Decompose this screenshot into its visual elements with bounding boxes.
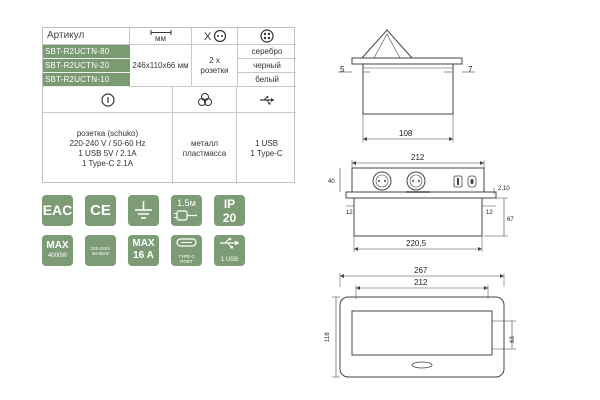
usb-badge: 1 USB xyxy=(214,235,245,266)
spec-table: Артикул мм X SBT-R2UCTN-80 SBT-R2UCTN-20… xyxy=(42,27,296,184)
sockets-header: X xyxy=(192,28,238,45)
sockets-value: 2 x розетки xyxy=(192,45,238,87)
max-current-badge: MAX 16 A xyxy=(128,235,159,266)
info-power-icon xyxy=(100,92,115,107)
max-power-value: 4000W xyxy=(47,253,67,259)
power-value: розетка (schuko) 220-240 V / 50-60 Hz 1 … xyxy=(43,113,173,184)
material-header xyxy=(173,87,237,113)
material-icon xyxy=(197,92,212,106)
top-view-drawing: 267 212 118 63 xyxy=(325,266,516,378)
ground-badge xyxy=(128,195,159,226)
size-value: 246x110x66 мм xyxy=(130,45,192,87)
dim-width-108: 108 xyxy=(399,129,413,138)
usb-header xyxy=(237,87,296,113)
cable-length-label: 1.5м xyxy=(177,198,196,208)
max-current-value: 16 A xyxy=(133,250,154,261)
eac-label: EAC xyxy=(42,202,73,218)
dim-right-2-10: 2,10 xyxy=(498,186,510,192)
voltage-badge: 220-240V 50-60Hz xyxy=(85,235,116,266)
color-white: белый xyxy=(238,73,296,87)
usb-badge-label: 1 USB xyxy=(220,257,239,263)
ip-value: 20 xyxy=(222,211,237,225)
eac-badge: EAC xyxy=(42,195,73,226)
dim-flange-right-12: 12 xyxy=(486,210,493,216)
front-view-drawing: 212 40 2,10 12 12 67 xyxy=(328,153,514,252)
dim-left-40: 40 xyxy=(328,179,335,185)
ground-icon xyxy=(135,201,152,219)
dim-top-212: 212 xyxy=(411,153,425,162)
socket-icon: X xyxy=(204,29,226,43)
dim-depth-67: 67 xyxy=(507,217,514,223)
max-current-label: MAX xyxy=(132,238,155,249)
palette-icon xyxy=(260,29,274,43)
svg-text:X: X xyxy=(204,31,212,43)
dim-outer-267: 267 xyxy=(414,266,428,275)
dim-bottom-220-5: 220,5 xyxy=(406,239,427,248)
color-header xyxy=(238,28,296,45)
side-view-drawing: 5 7 108 xyxy=(338,29,475,142)
voltage-label: 220-240V 50-60Hz xyxy=(90,246,111,256)
mm-unit-label: мм xyxy=(155,33,166,43)
type-c-label: TYPE-C PORT xyxy=(178,254,195,264)
article-header: Артикул xyxy=(43,28,130,45)
type-c-port-icon xyxy=(176,238,197,247)
type-c-badge: TYPE-C PORT xyxy=(171,235,202,266)
ce-label: CE xyxy=(90,202,111,219)
dim-left-5: 5 xyxy=(340,65,345,74)
color-black: черный xyxy=(238,59,296,73)
ce-badge: CE xyxy=(85,195,116,226)
dim-inner-212: 212 xyxy=(414,278,428,287)
usb-icon xyxy=(259,95,274,104)
article-row-10: SBT-R2UCTN-10 xyxy=(43,73,130,87)
cable-length-badge: 1.5м xyxy=(171,195,202,226)
plug-icon xyxy=(174,210,197,221)
article-row-80: SBT-R2UCTN-80 xyxy=(43,45,130,59)
dim-flange-left-12: 12 xyxy=(346,210,353,216)
dim-inner-height-63: 63 xyxy=(510,336,516,343)
article-row-20: SBT-R2UCTN-20 xyxy=(43,59,130,73)
usb-symbol-icon xyxy=(220,237,239,249)
ip-label: IP xyxy=(223,197,236,211)
material-value: металл пластмасса xyxy=(173,113,237,184)
max-power-badge: MAX 4000W xyxy=(42,235,73,266)
color-silver: серебро xyxy=(238,45,296,59)
width-arrow-icon xyxy=(150,29,171,35)
usb-value: 1 USB 1 Type-C xyxy=(250,138,283,158)
power-header xyxy=(43,87,173,113)
max-power-label: MAX xyxy=(46,240,69,251)
size-header: мм xyxy=(130,28,192,45)
dim-right-7: 7 xyxy=(468,65,473,74)
ip-rating-badge: IP 20 xyxy=(214,195,245,226)
dim-height-118: 118 xyxy=(325,332,331,342)
